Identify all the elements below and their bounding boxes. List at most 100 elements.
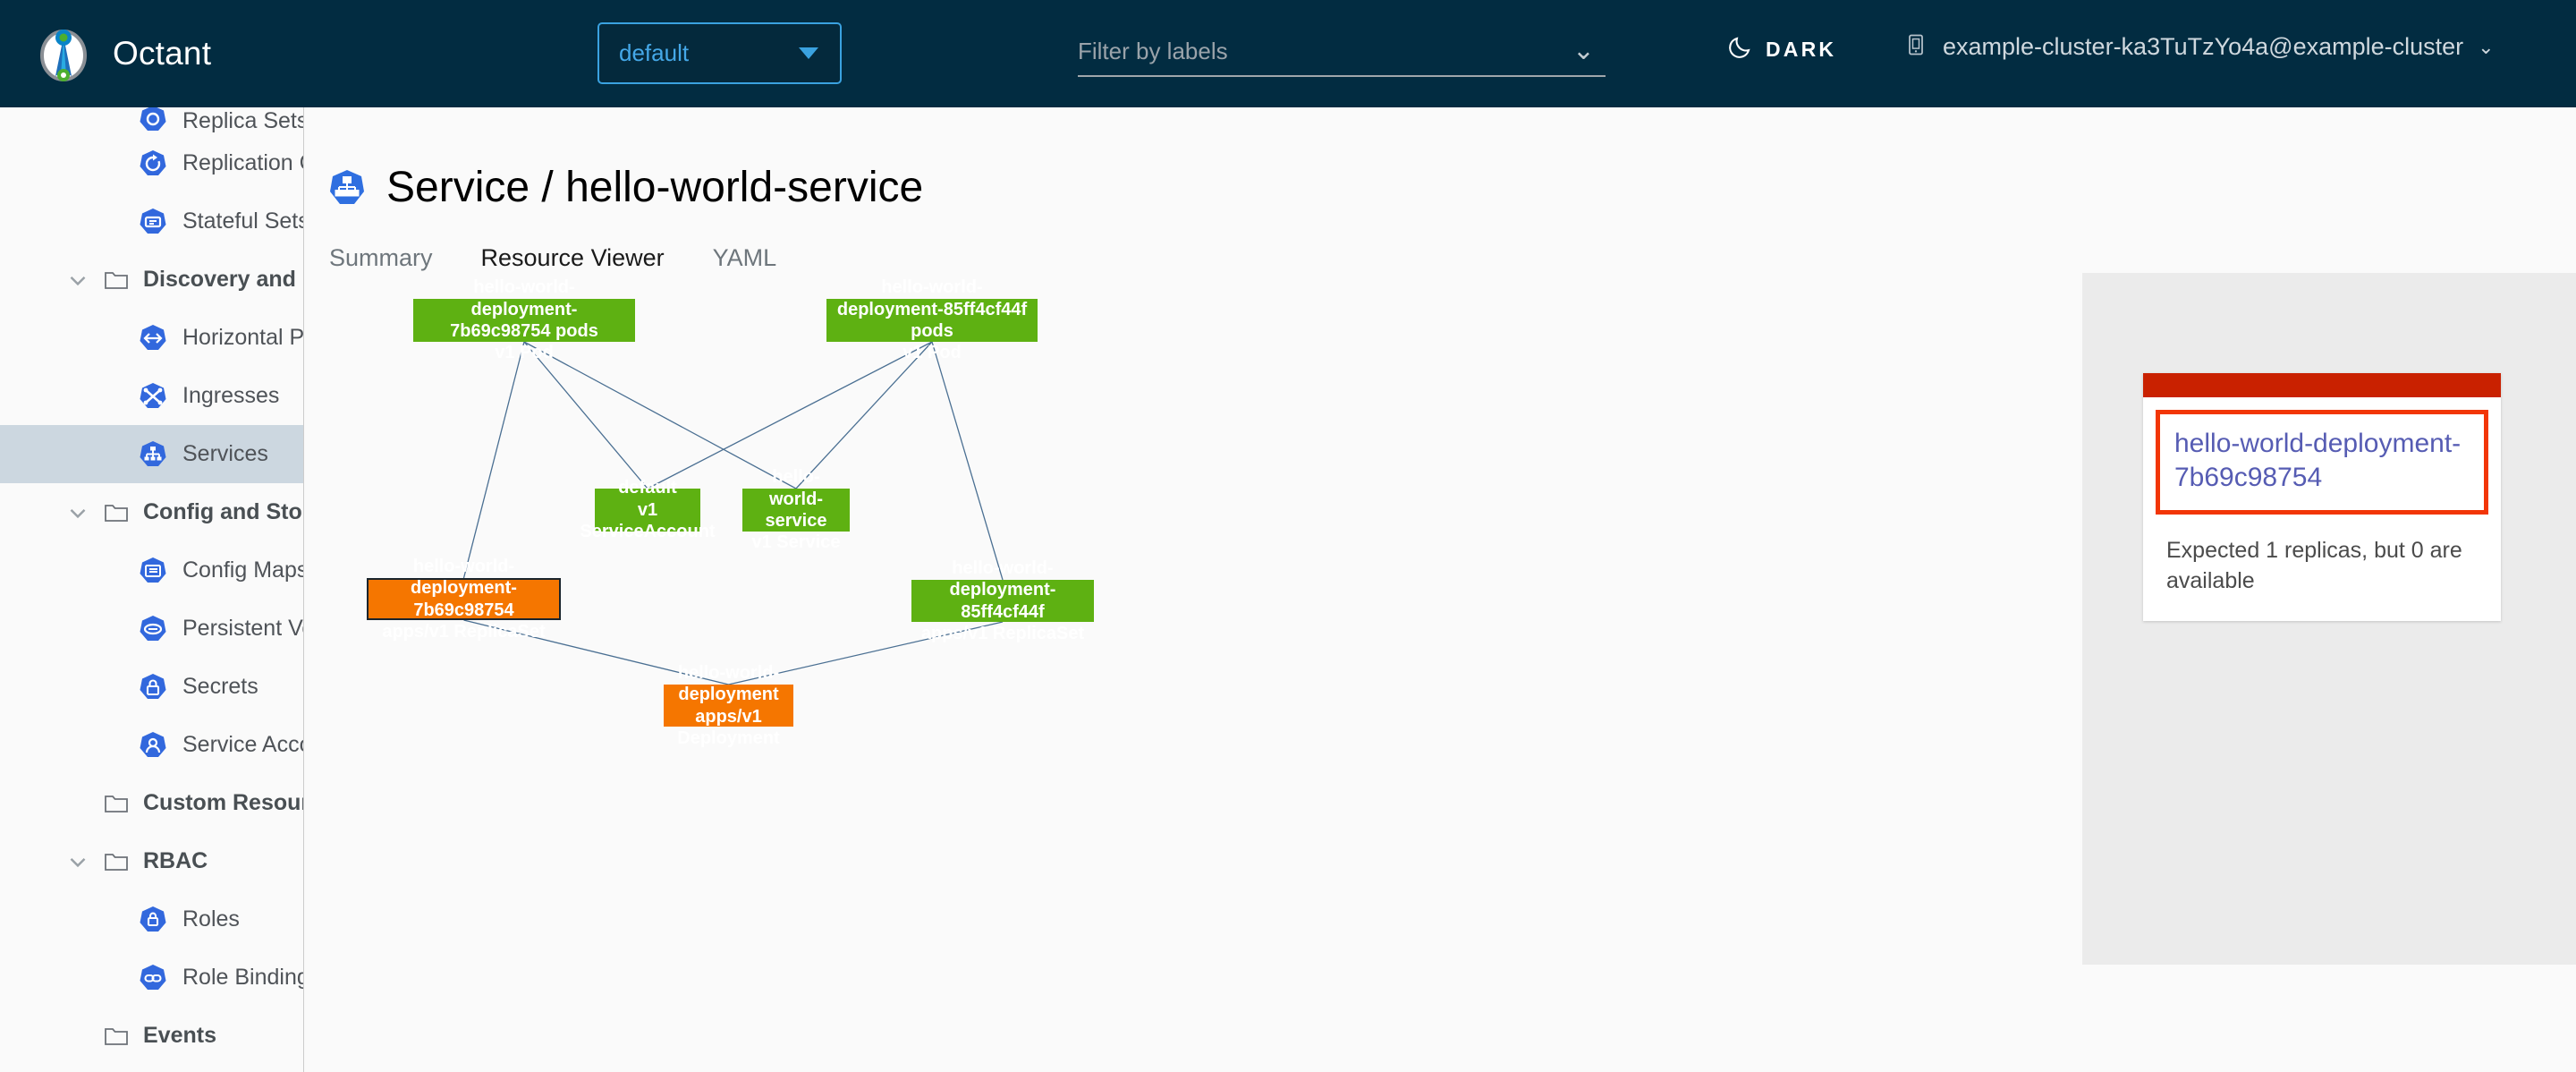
chevron-down-icon[interactable] <box>64 267 91 294</box>
sidebar-item-label: Persistent Volume Claims <box>182 616 303 641</box>
octant-lighthouse-logo-icon <box>36 26 91 81</box>
graph-node-kind: v1 Pod <box>902 343 962 363</box>
sidebar-item-role-bindings[interactable]: Role Bindings <box>0 949 303 1007</box>
sidebar-item-label: Ingresses <box>182 383 280 408</box>
cluster-icon <box>1903 32 1928 62</box>
sidebar-item-horizontal-pod-autoscalers[interactable]: Horizontal Pod Autoscalers <box>0 309 303 367</box>
sidebar-item-persistent-volume-claims[interactable]: Persistent Volume Claims <box>0 600 303 658</box>
sidebar-item-roles[interactable]: Roles <box>0 890 303 949</box>
sidebar-item-label: Stateful Sets <box>182 208 304 234</box>
graph-node-name: hello-world-deployment-7b69c98754 pods <box>450 277 598 341</box>
graph-node-name: hello-world-deployment-7b69c98754 <box>411 556 517 620</box>
secrets-icon <box>138 672 168 702</box>
sidebar-item-label: Role Bindings <box>182 965 303 990</box>
sidebar-item-custom-resources[interactable]: Custom Resources <box>0 774 303 832</box>
namespace-select[interactable]: default <box>597 22 842 84</box>
role-bindings-icon <box>138 963 168 993</box>
label-filter-input[interactable]: Filter by labels ⌄ <box>1078 27 1606 77</box>
roles-icon <box>138 905 168 935</box>
graph-edge <box>462 341 525 579</box>
sidebar-item-service-accounts[interactable]: Service Accounts <box>0 716 303 774</box>
sidebar-item-services[interactable]: Services <box>0 425 303 483</box>
sidebar-item-replica-sets[interactable]: Replica Sets <box>0 107 303 134</box>
graph-node-kind: v1 Service <box>751 532 841 553</box>
config-maps-icon <box>138 556 168 586</box>
graph-node-kind: v1 Pod <box>495 343 554 363</box>
graph-node-name: hello-world-service <box>765 467 827 531</box>
brand[interactable]: Octant <box>36 26 590 81</box>
sidebar-item-config-and-storage[interactable]: Config and Storage <box>0 483 303 541</box>
theme-toggle-button[interactable]: DARK <box>1726 34 1836 65</box>
folder-icon <box>104 269 129 291</box>
graph-node-kind: apps/v1 Deployment <box>677 706 780 748</box>
namespace-value: default <box>619 39 690 66</box>
service-accounts-icon <box>138 730 168 761</box>
sidebar-item-stateful-sets[interactable]: Stateful Sets <box>0 192 303 251</box>
folder-icon <box>104 851 129 872</box>
sidebar-item-label: Config and Storage <box>143 499 303 524</box>
graph-node-kind: apps/v1 ReplicaSet <box>920 623 1085 643</box>
sidebar-item-events[interactable]: Events <box>0 1007 303 1065</box>
sidebar-item-secrets[interactable]: Secrets <box>0 658 303 716</box>
label-filter-placeholder: Filter by labels <box>1078 37 1228 64</box>
sidebar-item-ingresses[interactable]: Ingresses <box>0 367 303 425</box>
chevron-down-icon[interactable] <box>64 499 91 526</box>
sidebar-item-label: Secrets <box>182 674 258 699</box>
theme-toggle-label: DARK <box>1766 38 1837 61</box>
tab-summary[interactable]: Summary <box>329 244 433 271</box>
graph-node-name: default <box>618 478 677 498</box>
sidebar-item-rbac[interactable]: RBAC <box>0 832 303 890</box>
page-header: Service / hello-world-service <box>327 163 2576 212</box>
stateful-sets-icon <box>138 207 168 237</box>
sidebar-item-discovery-and-load-balancing[interactable]: Discovery and Load Balancing <box>0 251 303 309</box>
service-icon <box>327 168 367 208</box>
replication-controllers-icon <box>138 149 168 179</box>
sidebar-item-label: Discovery and Load Balancing <box>143 267 303 292</box>
chevron-down-icon: ⌄ <box>2478 35 2495 58</box>
graph-edge <box>523 341 648 489</box>
caret-down-icon <box>799 47 818 59</box>
replica-sets-icon <box>138 107 168 134</box>
graph-node-kind: v1 ServiceAccount <box>580 499 716 542</box>
graph-edges <box>462 341 1004 685</box>
app-header: Octant default Filter by labels ⌄ DARK e… <box>0 0 2576 107</box>
moon-icon <box>1726 34 1753 65</box>
tab-yaml[interactable]: YAML <box>712 244 777 271</box>
page-title: Service / hello-world-service <box>386 164 924 211</box>
cluster-selector[interactable]: example-cluster-ka3TuTzYo4a@example-clus… <box>1903 32 2495 62</box>
sidebar-item-label: Roles <box>182 906 240 932</box>
graph-node-name: hello-world-deployment-85ff4cf44f pods <box>836 277 1028 341</box>
sidebar-item-label: Config Maps <box>182 557 304 583</box>
sidebar-item-replication-controllers[interactable]: Replication Controllers <box>0 134 303 192</box>
status-card-title-link[interactable]: hello-world-deployment-7b69c98754 <box>2174 429 2462 493</box>
status-badge <box>2143 373 2501 397</box>
graph-node-kind: apps/v1 ReplicaSet <box>382 621 546 642</box>
cluster-name: example-cluster-ka3TuTzYo4a@example-clus… <box>1943 33 2464 60</box>
detail-panel: hello-world-deployment-7b69c98754 Expect… <box>2082 273 2576 965</box>
services-icon <box>138 439 168 470</box>
chevron-down-icon[interactable] <box>64 848 91 875</box>
pvc-icon <box>138 614 168 644</box>
hpa-icon <box>138 323 168 353</box>
sidebar-item-label: RBAC <box>143 848 208 873</box>
sidebar-item-label: Services <box>182 441 268 466</box>
chevron-down-icon[interactable]: ⌄ <box>1572 36 1595 65</box>
sidebar-item-config-maps[interactable]: Config Maps <box>0 541 303 600</box>
sidebar-item-label: Replication Controllers <box>182 150 303 175</box>
brand-name: Octant <box>113 35 212 72</box>
folder-icon <box>104 502 129 523</box>
sidebar-item-label: Service Accounts <box>182 732 303 757</box>
status-card[interactable]: hello-world-deployment-7b69c98754 Expect… <box>2143 373 2501 622</box>
sidebar-item-label: Custom Resources <box>143 790 303 815</box>
graph-edge <box>523 341 797 489</box>
